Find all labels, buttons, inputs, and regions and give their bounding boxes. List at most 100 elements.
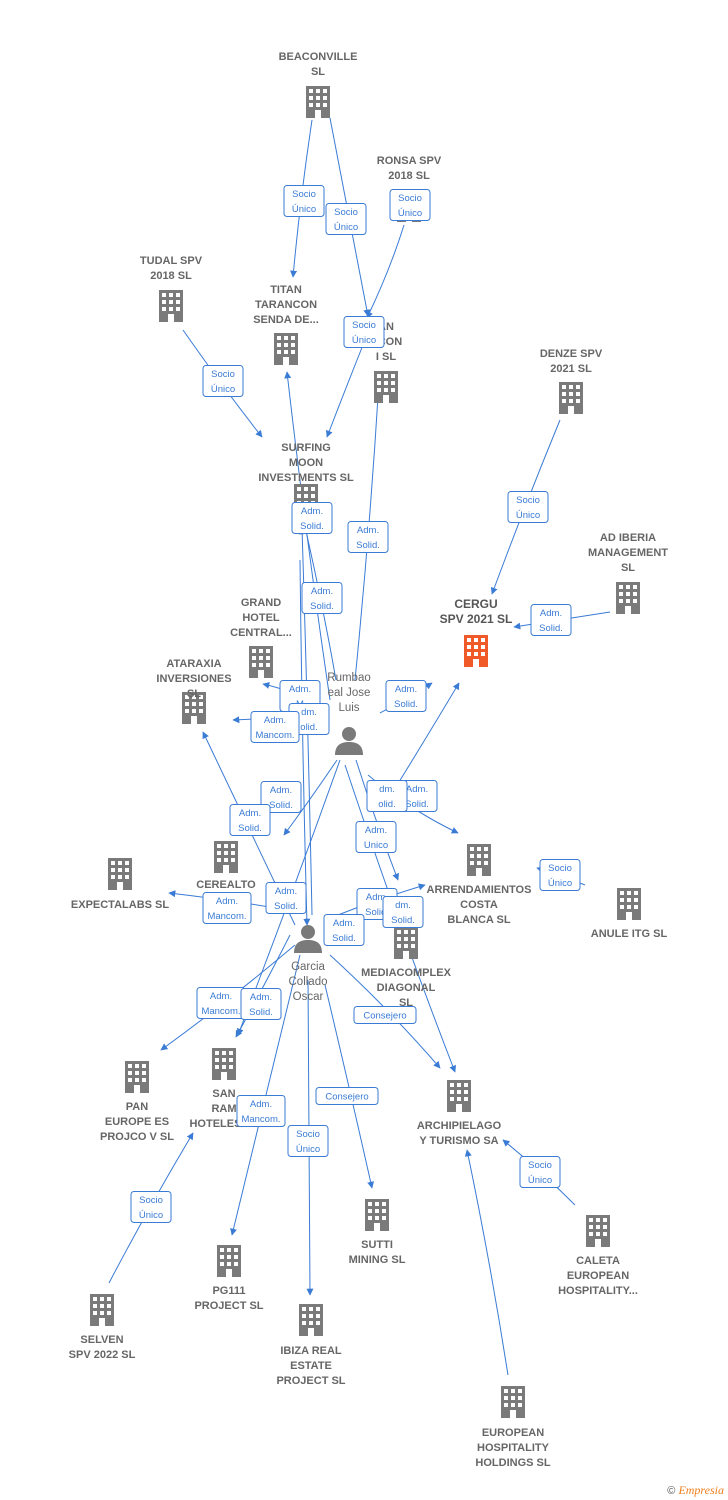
- edge-label[interactable]: Adm.Solid.: [323, 914, 365, 946]
- edge-label[interactable]: Adm.Solid.: [265, 882, 307, 914]
- edge-label-box: [291, 502, 333, 534]
- edge-label-box: [539, 859, 581, 891]
- edge-label-text: Socio: [139, 1195, 163, 1206]
- edge-label-text: Socio: [352, 320, 376, 331]
- edge-label-box: [301, 582, 343, 614]
- edge-label[interactable]: Adm.Solid.: [291, 502, 333, 534]
- edge-label[interactable]: Adm.Mancom.: [202, 892, 252, 924]
- edge-label-text: Consejero: [325, 1092, 368, 1103]
- edge-label[interactable]: Adm.Solid.: [530, 604, 572, 636]
- company-name: HOSPITALITY...: [558, 1285, 638, 1297]
- edge-label[interactable]: Adm.Solid.: [347, 521, 389, 553]
- edge-label[interactable]: Adm.Solid.: [385, 680, 427, 712]
- edge-label[interactable]: Adm.Mancom.: [236, 1095, 286, 1127]
- edge-label-box: [287, 1125, 329, 1157]
- company-node-caleta[interactable]: CALETAEUROPEANHOSPITALITY...: [558, 1215, 638, 1297]
- footer-credit: © Empresia: [667, 1483, 724, 1498]
- building-icon: [559, 382, 583, 414]
- edge-label-text: Adm.: [250, 1099, 272, 1110]
- edge-label-text: Adm.: [366, 892, 388, 903]
- edge-label[interactable]: Adm.Solid.: [240, 988, 282, 1020]
- edge-label-text: Adm.: [239, 808, 261, 819]
- company-name: CENTRAL...: [230, 627, 292, 639]
- relationship-edge: [355, 759, 400, 881]
- company-name: EUROPE ES: [105, 1116, 169, 1128]
- edge-label-box: [229, 804, 271, 836]
- company-name: EUROPEAN: [567, 1270, 629, 1282]
- edge-label[interactable]: Adm.Mancom.: [196, 987, 246, 1019]
- company-name: EUROPEAN: [482, 1427, 544, 1439]
- edge-label-text: Adm.: [357, 525, 379, 536]
- building-icon: [108, 858, 132, 890]
- edge-label-box: [389, 189, 431, 221]
- company-name: HOLDINGS SL: [475, 1457, 550, 1469]
- company-name: INVERSIONES: [156, 673, 231, 685]
- edge-label[interactable]: Adm.Unico: [355, 821, 397, 853]
- edge-label[interactable]: Adm.Solid.: [260, 781, 302, 813]
- edge-label[interactable]: dm.Solid.: [382, 896, 424, 928]
- edge-label-box: [250, 711, 300, 743]
- company-node-grand-hotel[interactable]: GRANDHOTELCENTRAL...: [230, 597, 292, 678]
- company-node-expectalabs[interactable]: EXPECTALABS SL: [71, 858, 169, 911]
- company-name: MOON: [289, 457, 323, 469]
- company-name: ARRENDAMIENTOS: [427, 884, 532, 896]
- person-name: Rumbao: [327, 672, 370, 684]
- edge-label-text: Adm.: [270, 785, 292, 796]
- edge-label-text: Único: [292, 204, 316, 215]
- building-icon: [299, 1304, 323, 1336]
- edge-label-text: Solid.: [238, 823, 262, 834]
- edge-label[interactable]: Consejero: [315, 1087, 379, 1105]
- edge-label-text: Socio: [292, 189, 316, 200]
- edge-label[interactable]: Adm.Solid.: [301, 582, 343, 614]
- brand-logo[interactable]: Empresia: [678, 1483, 724, 1497]
- edge-label[interactable]: Adm.Mancom.: [250, 711, 300, 743]
- edge-label-text: Socio: [334, 207, 358, 218]
- company-node-anule[interactable]: ANULE ITG SL: [591, 888, 668, 940]
- company-name: TUDAL SPV: [140, 255, 203, 267]
- company-name: HOTEL: [242, 612, 280, 624]
- edge-label[interactable]: Adm. Solid.: [229, 804, 271, 836]
- company-name: 2018 SL: [388, 170, 430, 182]
- building-icon: [617, 888, 641, 920]
- relationship-edge: [284, 371, 331, 701]
- edge-label[interactable]: Consejero: [353, 1006, 417, 1024]
- company-name: PROJCO V SL: [100, 1131, 174, 1143]
- company-name: SPV 2022 SL: [69, 1349, 136, 1361]
- company-name: INVESTMENTS SL: [258, 472, 354, 484]
- edge-label-box: [366, 780, 408, 812]
- edge-label[interactable]: dm.olid.: [366, 780, 408, 812]
- edge-label-box: [323, 914, 365, 946]
- edge-label-text: Adm.: [333, 918, 355, 929]
